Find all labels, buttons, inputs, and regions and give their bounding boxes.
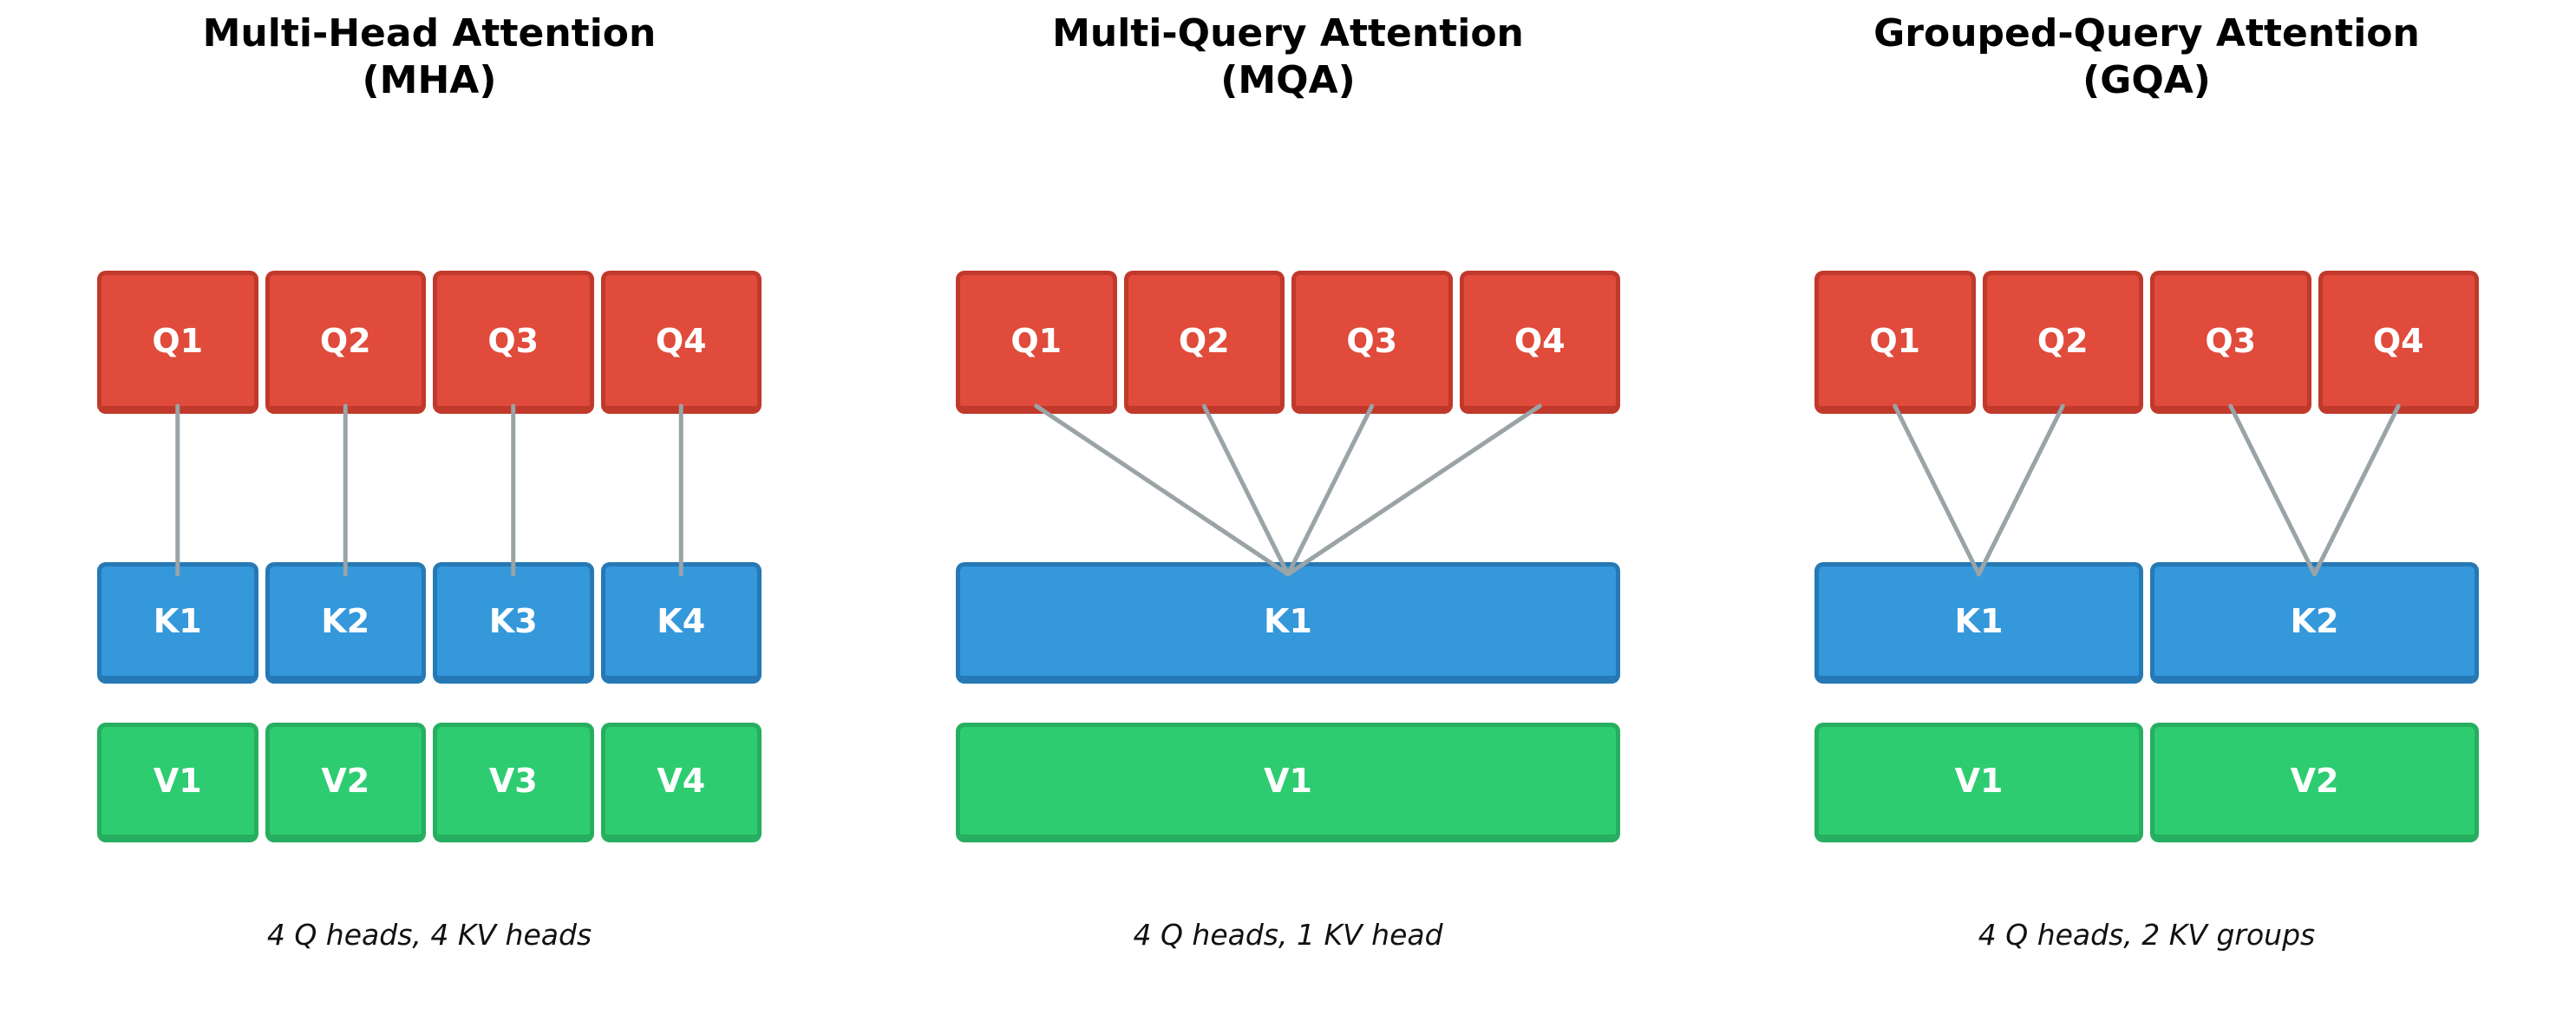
panel-gqa: Grouped-Query Attention (GQA) Q1 Q2 Q3 Q… [1717,0,2576,1015]
mha-k4-box: K4 [600,562,762,684]
mqa-k1-box: K1 [956,562,1620,684]
mqa-k-row: K1 [956,562,1620,684]
panel-mha-title-line2: (MHA) [362,58,497,102]
mqa-q4-box: Q4 [1459,271,1620,414]
mha-q1-box: Q1 [97,271,258,414]
gqa-q-row: Q1 Q2 Q3 Q4 [1814,271,2479,414]
mha-k1-box: K1 [97,562,258,684]
mha-v2-box: V2 [265,723,426,842]
mha-caption: 4 Q heads, 4 KV heads [266,918,592,952]
gqa-k2-box: K2 [2150,562,2479,684]
mqa-q2-box: Q2 [1123,271,1285,414]
panel-mqa-title-line2: (MQA) [1220,58,1356,102]
mqa-q-row: Q1 Q2 Q3 Q4 [956,271,1620,414]
panel-mha: Multi-Head Attention (MHA) Q1 Q2 Q3 Q4 K… [0,0,859,1015]
gqa-q2-box: Q2 [1982,271,2143,414]
panel-gqa-title-line2: (GQA) [2082,58,2211,102]
panel-gqa-title: Grouped-Query Attention (GQA) [1717,10,2576,104]
connector-line [2228,403,2317,577]
mqa-v1-box: V1 [956,723,1620,842]
gqa-q3-box: Q3 [2150,271,2311,414]
gqa-connector-lines [1893,403,2401,577]
mha-q3-box: Q3 [433,271,594,414]
gqa-v1-box: V1 [1814,723,2143,842]
mha-k-row: K1 K2 K3 K4 [97,562,762,684]
mha-q-row: Q1 Q2 Q3 Q4 [97,271,762,414]
gqa-q4-box: Q4 [2318,271,2479,414]
mha-connector-lines [175,403,683,577]
connector-line [1285,403,1375,577]
connector-line [1034,403,1291,577]
connector-line [1893,403,1981,577]
mha-k3-box: K3 [433,562,594,684]
panel-mha-title: Multi-Head Attention (MHA) [0,10,859,104]
gqa-k1-box: K1 [1814,562,2143,684]
gqa-k-row: K1 K2 [1814,562,2479,684]
connector-line [1285,403,1542,577]
panel-mqa-title: Multi-Query Attention (MQA) [859,10,1717,104]
mha-v-row: V1 V2 V3 V4 [97,723,762,842]
mha-k2-box: K2 [265,562,426,684]
gqa-caption: 4 Q heads, 2 KV groups [1978,918,2316,952]
mqa-connector-lines [1034,403,1542,577]
panel-gqa-title-line1: Grouped-Query Attention [1873,11,2420,56]
gqa-v2-box: V2 [2150,723,2479,842]
connector-line [2312,403,2401,577]
connector-line [1201,403,1291,577]
mha-v3-box: V3 [433,723,594,842]
mqa-q3-box: Q3 [1291,271,1453,414]
mha-q2-box: Q2 [265,271,426,414]
panel-mqa: Multi-Query Attention (MQA) Q1 Q2 Q3 Q4 … [859,0,1717,1015]
mqa-q1-box: Q1 [956,271,1117,414]
mha-v4-box: V4 [600,723,762,842]
mha-v1-box: V1 [97,723,258,842]
panel-mqa-title-line1: Multi-Query Attention [1052,11,1524,56]
mqa-caption: 4 Q heads, 1 KV head [1133,918,1443,952]
gqa-v-row: V1 V2 [1814,723,2479,842]
panel-mha-title-line1: Multi-Head Attention [202,11,657,56]
mha-q4-box: Q4 [600,271,762,414]
connector-line [1977,403,2065,577]
mqa-v-row: V1 [956,723,1620,842]
gqa-q1-box: Q1 [1814,271,1976,414]
